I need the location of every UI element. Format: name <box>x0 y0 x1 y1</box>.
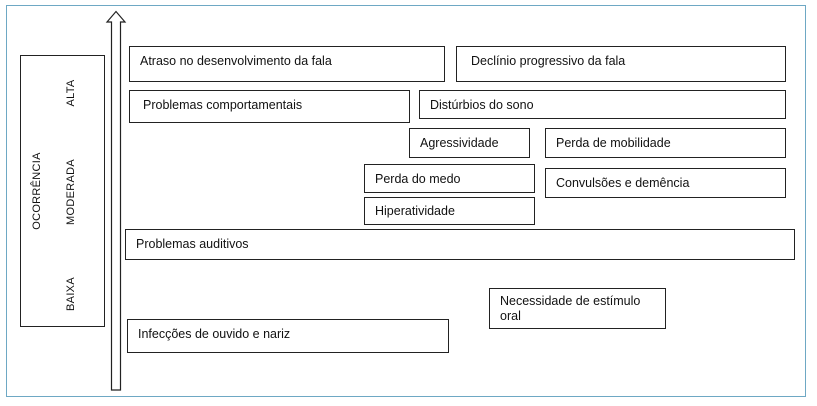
occurrence-title: OCORRÊNCIA <box>31 152 43 230</box>
box-infeccoes-ouvido-nariz: Infecções de ouvido e nariz <box>127 319 449 353</box>
box-declinio-fala: Declínio progressivo da fala <box>456 46 786 82</box>
occurrence-scale-panel <box>20 55 105 327</box>
level-low-label: BAIXA <box>65 277 77 311</box>
box-problemas-comportamentais: Problemas comportamentais <box>129 90 410 123</box>
level-high-label: ALTA <box>65 79 77 107</box>
figure-frame <box>6 5 806 397</box>
box-atraso-fala: Atraso no desenvolvimento da fala <box>129 46 445 82</box>
occurrence-axis-arrow <box>105 10 127 391</box>
box-disturbios-sono: Distúrbios do sono <box>419 90 786 119</box>
box-problemas-auditivos: Problemas auditivos <box>125 229 795 260</box>
box-convulsoes-demencia: Convulsões e demência <box>545 168 786 198</box>
box-hiperatividade: Hiperatividade <box>364 197 535 225</box>
box-necessidade-estimulo-oral: Necessidade de estímulo oral <box>489 288 666 329</box>
box-agressividade: Agressividade <box>409 128 530 158</box>
level-moderate-label: MODERADA <box>65 159 77 225</box>
box-perda-mobilidade: Perda de mobilidade <box>545 128 786 158</box>
box-perda-medo: Perda do medo <box>364 164 535 193</box>
